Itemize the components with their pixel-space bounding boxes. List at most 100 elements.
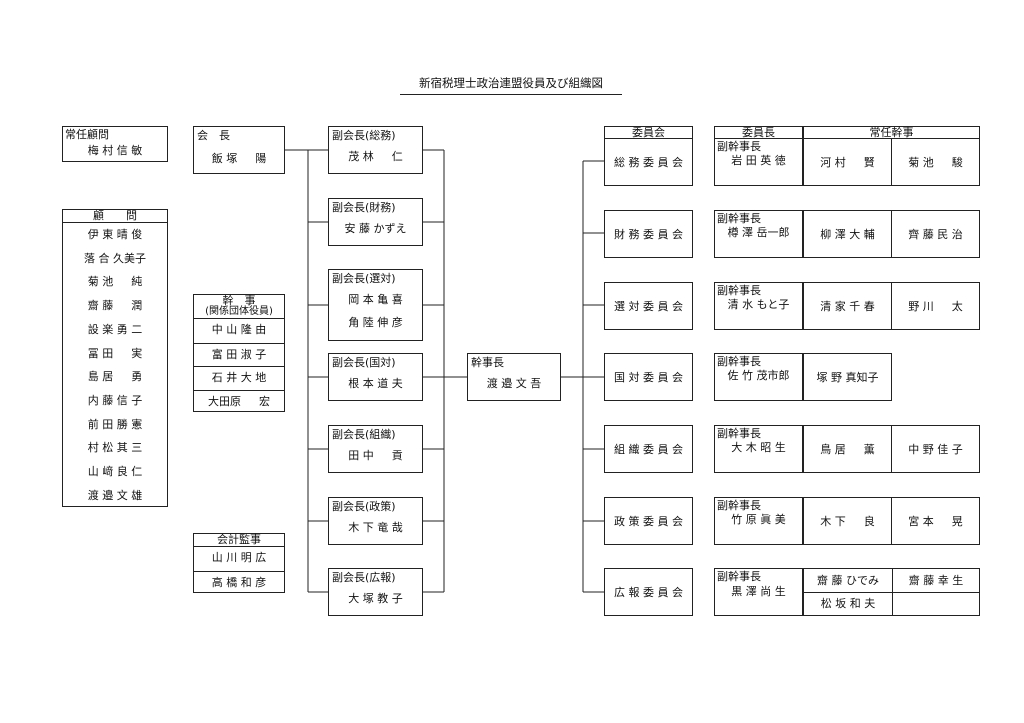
chair-name: 岩 田 英 徳 — [731, 154, 786, 167]
president-box: 会 長 飯 塚 陽 — [193, 126, 285, 174]
standing-director-name: 野 川 太 — [908, 300, 963, 313]
standing-director-name: 中 野 佳 子 — [908, 443, 963, 456]
vice-president-box: 副会長(国対) 根 本 道 夫 — [328, 353, 423, 401]
committee-name: 総 務 委 員 会 — [614, 156, 683, 169]
vice-president-label: 副会長(選対) — [332, 272, 396, 285]
standing-director-cell: 鳥 居 薫 — [803, 425, 892, 473]
vice-president-label: 副会長(組織) — [332, 428, 396, 441]
vice-president-label: 副会長(国対) — [332, 356, 396, 369]
chair-name: 樽 澤 岳一郎 — [727, 226, 790, 239]
president-label: 会 長 — [197, 129, 230, 142]
committee-name: 広 報 委 員 会 — [614, 586, 683, 599]
auditor-name: 高 橋 和 彦 — [194, 570, 284, 595]
standing-director-cell: 野 川 太 — [891, 282, 980, 330]
adviser-name: 村 松 其 三 — [87, 441, 143, 455]
committee-chair-cell: 副幹事長佐 竹 茂市郎 — [714, 353, 803, 401]
chair-label: 副幹事長 — [717, 355, 761, 368]
committee-name-cell: 選 対 委 員 会 — [604, 282, 693, 330]
committee-chair-cell: 副幹事長黒 澤 尚 生 — [714, 568, 803, 616]
adviser-name: 内 藤 信 子 — [87, 393, 143, 407]
standing-director-cell: 柳 澤 大 輔 — [803, 210, 892, 258]
standing-director-cell: 河 村 賢 — [803, 138, 892, 186]
director-name: 大田原 宏 — [194, 389, 284, 414]
director-name: 中 山 隆 由 — [211, 323, 267, 336]
standing-director-cell: 清 家 千 春 — [803, 282, 892, 330]
standing-director-name: 木 下 良 — [820, 515, 875, 528]
directors-sublabel: (関係団体役員) — [205, 306, 273, 317]
standing-adviser-box: 常任顧問 梅 村 信 敏 — [62, 126, 168, 162]
director-name: 富 田 淑 子 — [194, 342, 284, 367]
chair-name: 大 木 昭 生 — [731, 441, 786, 454]
vice-president-name: 茂 林 仁 — [348, 150, 403, 163]
chair-label: 副幹事長 — [717, 140, 761, 153]
vice-president-box: 副会長(選対) 岡 本 亀 喜角 陸 伸 彦 — [328, 269, 423, 341]
vice-president-name: 角 陸 伸 彦 — [348, 316, 403, 329]
adviser-name: 山 﨑 良 仁 — [87, 465, 143, 478]
committee-name-cell: 広 報 委 員 会 — [604, 568, 693, 616]
committee-name-cell: 財 務 委 員 会 — [604, 210, 693, 258]
chair-label: 副幹事長 — [717, 284, 761, 297]
standing-director-cell: 菊 池 駿 — [891, 138, 980, 186]
standing-director-cell: 宮 本 晃 — [891, 497, 980, 545]
vice-president-box: 副会長(財務) 安 藤 かずえ — [328, 198, 423, 246]
committee-name: 国 対 委 員 会 — [614, 371, 683, 384]
committee-chair-cell: 副幹事長樽 澤 岳一郎 — [714, 210, 803, 258]
directors-header: 幹 事 (関係団体役員) — [194, 295, 284, 319]
adviser-name: 菊 池 純 — [87, 275, 143, 289]
chair-label: 副幹事長 — [717, 212, 761, 225]
adviser-name: 伊 東 晴 俊 — [87, 228, 143, 241]
adviser-name: 渡 邉 文 雄 — [87, 488, 143, 502]
directors-label: 幹 事 — [222, 294, 256, 307]
directors-box: 幹 事 (関係団体役員) 中 山 隆 由富 田 淑 子石 井 大 地大田原 宏 — [193, 294, 285, 412]
committee-chair-cell: 副幹事長岩 田 英 徳 — [714, 138, 803, 186]
advisers-box: 顧 問 伊 東 晴 俊落 合 久美子菊 池 純齋 藤 潤設 楽 勇 二冨 田 実… — [62, 209, 168, 507]
adviser-name: 島 居 勇 — [87, 370, 143, 384]
standing-director-cell: 塚 野 真知子 — [803, 353, 892, 401]
standing-director-name: 塚 野 真知子 — [816, 371, 879, 384]
adviser-name: 前 田 勝 憲 — [87, 417, 143, 431]
committee-chair-cell: 副幹事長竹 原 眞 美 — [714, 497, 803, 545]
chair-name: 佐 竹 茂市郎 — [727, 369, 790, 382]
standing-director-name: 齋 藤 ひでみ — [817, 574, 879, 587]
vice-president-name: 岡 本 亀 喜 — [348, 293, 403, 306]
vice-president-box: 副会長(政策) 木 下 竜 哉 — [328, 497, 423, 545]
vice-president-box: 副会長(組織) 田 中 貢 — [328, 425, 423, 473]
page-title: 新宿税理士政治連盟役員及び組織図 — [400, 75, 622, 95]
committee-name-cell: 国 対 委 員 会 — [604, 353, 693, 401]
vice-president-name: 安 藤 かずえ — [344, 222, 407, 235]
committee-name: 政 策 委 員 会 — [614, 515, 683, 528]
chair-name: 竹 原 眞 美 — [731, 513, 786, 526]
standing-adviser-label: 常任顧問 — [65, 128, 109, 141]
chair-name: 清 水 もと子 — [727, 298, 790, 311]
vice-president-box: 副会長(広報)大 塚 教 子 — [328, 568, 423, 616]
committee-name-cell: 政 策 委 員 会 — [604, 497, 693, 545]
secretary-general-name: 渡 邉 文 吾 — [486, 377, 542, 390]
chair-label: 副幹事長 — [717, 427, 761, 440]
standing-director-cell: 齊 藤 民 治 — [891, 210, 980, 258]
president-name: 飯 塚 陽 — [211, 152, 267, 165]
vice-president-label: 副会長(政策) — [332, 500, 396, 513]
vice-president-label: 副会長(総務) — [332, 129, 396, 142]
committee-name: 組 織 委 員 会 — [614, 443, 683, 456]
auditors-header: 会計監事 — [194, 534, 284, 547]
standing-director-name: 河 村 賢 — [820, 156, 875, 169]
standing-director-name: 鳥 居 薫 — [820, 443, 875, 456]
committee-name: 財 務 委 員 会 — [614, 228, 683, 241]
standing-director-name: 柳 澤 大 輔 — [820, 228, 875, 241]
advisers-header: 顧 問 — [63, 210, 167, 223]
standing-adviser-name: 梅 村 信 敏 — [87, 144, 143, 157]
chair-label: 副幹事長 — [717, 499, 761, 512]
auditors-box: 会計監事 山 川 明 広高 橋 和 彦 — [193, 533, 285, 593]
vice-president-name: 木 下 竜 哉 — [348, 521, 403, 534]
vice-president-name: 田 中 貢 — [348, 449, 403, 462]
standing-director-cell: 中 野 佳 子 — [891, 425, 980, 473]
cell-divider — [804, 592, 979, 593]
vice-president-name: 根 本 道 夫 — [348, 377, 403, 390]
adviser-name: 齋 藤 潤 — [87, 299, 143, 313]
secretary-general-box: 幹事長 渡 邉 文 吾 — [467, 353, 561, 401]
director-name: 石 井 大 地 — [194, 366, 284, 390]
standing-director-name: 菊 池 駿 — [908, 156, 963, 169]
vice-president-label: 副会長(財務) — [332, 201, 396, 214]
committee-chair-cell: 副幹事長清 水 もと子 — [714, 282, 803, 330]
